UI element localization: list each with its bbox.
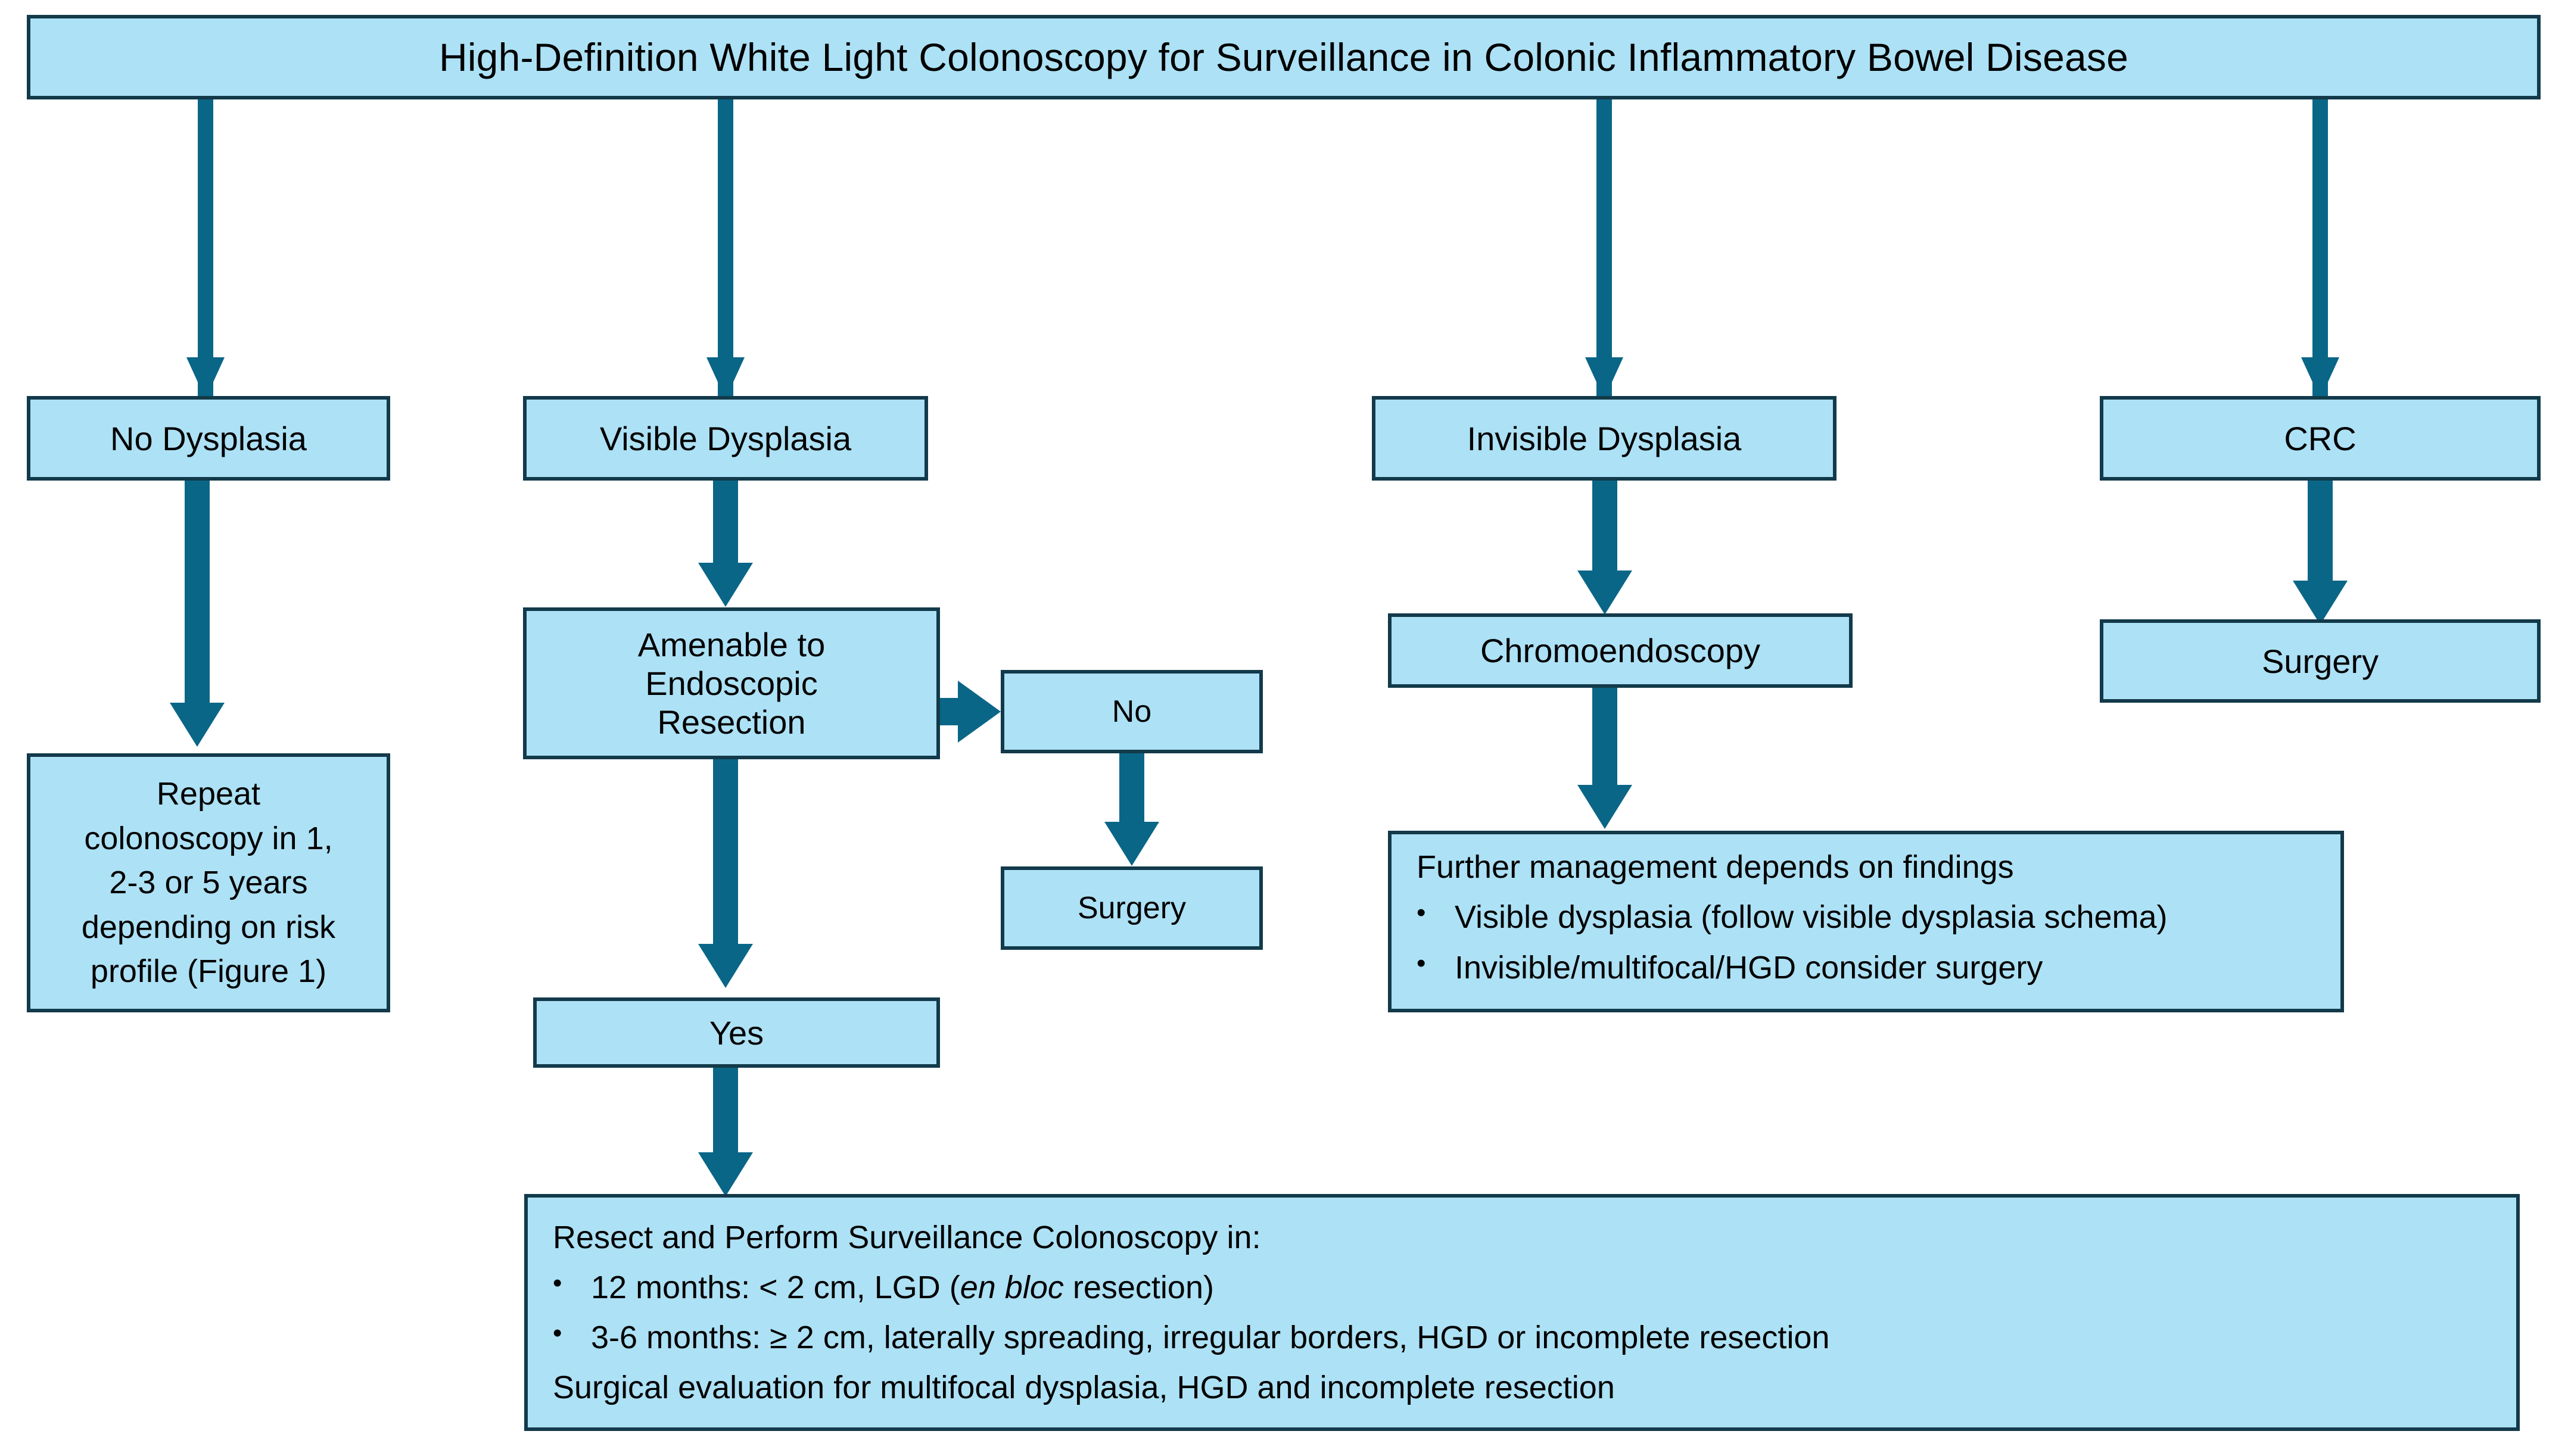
- further-management-bullet-1: • Visible dysplasia (follow visible dysp…: [1417, 896, 2324, 938]
- node-no-dysplasia-label: No Dysplasia: [110, 419, 307, 457]
- resect-bullet-1-pre: 12 months: < 2 cm, LGD (: [591, 1269, 960, 1305]
- connector-root-to-no-dysplasia: [198, 99, 213, 397]
- resect-bullet-1-post: resection): [1063, 1269, 1214, 1305]
- connector-root-to-crc: [2312, 99, 2328, 397]
- bullet-marker-icon: •: [1417, 948, 1426, 978]
- amenable-line-2: Endoscopic: [645, 665, 818, 702]
- connector-visible-dysplasia-to-amenable: [713, 479, 738, 569]
- connector-no-dysplasia-to-repeat: [185, 479, 210, 712]
- resect-bullet-2: • 3-6 months: ≥ 2 cm, laterally spreadin…: [553, 1317, 2499, 1358]
- node-answer-yes-label: Yes: [709, 1014, 764, 1052]
- node-no-dysplasia: No Dysplasia: [27, 396, 390, 481]
- connector-root-to-visible-dysplasia: [718, 99, 733, 397]
- arrowhead-amenable-to-yes: [698, 944, 753, 988]
- arrowhead-root-to-crc: [2301, 357, 2339, 399]
- connector-crc-to-surgery: [2308, 479, 2333, 590]
- connector-root-to-invisible-dysplasia: [1596, 99, 1612, 397]
- node-visible-dysplasia-label: Visible Dysplasia: [599, 419, 852, 457]
- connector-yes-to-resect: [713, 1068, 738, 1157]
- arrowhead-yes-to-resect: [698, 1152, 753, 1196]
- arrowhead-root-to-no-dysplasia: [186, 357, 225, 399]
- resect-content: Resect and Perform Surveillance Colonosc…: [528, 1217, 2516, 1409]
- arrowhead-invisible-dysplasia-to-chromo: [1577, 570, 1632, 615]
- resect-footer: Surgical evaluation for multifocal dyspl…: [553, 1370, 1615, 1406]
- arrowhead-crc-to-surgery: [2293, 581, 2348, 625]
- repeat-line-3: 2-3 or 5 years: [109, 865, 308, 901]
- node-root-title: High-Definition White Light Colonoscopy …: [27, 15, 2541, 99]
- node-crc-label: CRC: [2284, 419, 2357, 457]
- resect-bullet-1-text: 12 months: < 2 cm, LGD (en bloc resectio…: [591, 1267, 2499, 1308]
- connector-invisible-dysplasia-to-chromo: [1592, 479, 1617, 578]
- node-answer-no: No: [1001, 670, 1263, 753]
- node-amenable-endoscopic-resection: Amenable to Endoscopic Resection: [523, 607, 940, 759]
- further-management-bullet-2-text: Invisible/multifocal/HGD consider surger…: [1455, 949, 2043, 986]
- repeat-line-5: profile (Figure 1): [90, 953, 327, 990]
- resect-bullet-1-italic: en bloc: [960, 1269, 1064, 1305]
- node-root-title-label: High-Definition White Light Colonoscopy …: [438, 35, 2129, 79]
- further-management-bullet-2: • Invisible/multifocal/HGD consider surg…: [1417, 947, 2324, 989]
- node-invisible-dysplasia-label: Invisible Dysplasia: [1467, 419, 1742, 457]
- resect-bullet-1: • 12 months: < 2 cm, LGD (en bloc resect…: [553, 1267, 2499, 1308]
- resect-bullet-2-text: 3-6 months: ≥ 2 cm, laterally spreading,…: [591, 1320, 1830, 1355]
- arrowhead-amenable-to-no: [958, 681, 1001, 743]
- further-management-bullet-1-text: Visible dysplasia (follow visible dyspla…: [1455, 899, 2168, 936]
- bullet-marker-icon: •: [553, 1268, 562, 1298]
- node-further-management: Further management depends on findings •…: [1388, 831, 2344, 1012]
- arrowhead-no-dysplasia-to-repeat: [170, 703, 225, 747]
- node-answer-no-label: No: [1112, 694, 1152, 729]
- further-management-header: Further management depends on findings: [1417, 849, 2014, 886]
- arrowhead-chromo-to-further-management: [1577, 785, 1632, 829]
- repeat-line-1: Repeat: [156, 776, 261, 812]
- node-chromoendoscopy: Chromoendoscopy: [1388, 613, 1853, 688]
- node-surgery-from-no: Surgery: [1001, 866, 1263, 950]
- arrowhead-visible-dysplasia-to-amenable: [698, 563, 753, 607]
- arrowhead-root-to-invisible-dysplasia: [1585, 357, 1623, 399]
- resect-header: Resect and Perform Surveillance Colonosc…: [553, 1219, 1261, 1255]
- node-invisible-dysplasia: Invisible Dysplasia: [1372, 396, 1836, 481]
- amenable-line-1: Amenable to: [637, 626, 826, 663]
- bullet-marker-icon: •: [553, 1318, 562, 1348]
- repeat-line-2: colonoscopy in 1,: [84, 820, 333, 856]
- connector-chromo-to-further-management: [1592, 688, 1617, 792]
- node-surgery-from-no-label: Surgery: [1077, 891, 1187, 925]
- bullet-marker-icon: •: [1417, 898, 1426, 928]
- node-surgery-from-crc: Surgery: [2100, 619, 2541, 703]
- node-repeat-colonoscopy: Repeat colonoscopy in 1, 2-3 or 5 years …: [27, 753, 390, 1012]
- node-resect-and-perform-surveillance: Resect and Perform Surveillance Colonosc…: [524, 1194, 2520, 1431]
- arrowhead-root-to-visible-dysplasia: [706, 357, 745, 399]
- node-crc: CRC: [2100, 396, 2541, 481]
- node-surgery-from-crc-label: Surgery: [2261, 642, 2379, 680]
- node-chromoendoscopy-label: Chromoendoscopy: [1480, 632, 1761, 669]
- amenable-line-3: Resection: [657, 703, 806, 741]
- arrowhead-no-to-surgery: [1104, 822, 1159, 866]
- node-answer-yes: Yes: [533, 997, 940, 1068]
- connector-no-to-surgery: [1119, 753, 1144, 828]
- further-management-content: Further management depends on findings •…: [1392, 846, 2340, 997]
- connector-amenable-to-yes: [713, 759, 738, 953]
- repeat-line-4: depending on risk: [81, 909, 336, 945]
- node-visible-dysplasia: Visible Dysplasia: [523, 396, 928, 481]
